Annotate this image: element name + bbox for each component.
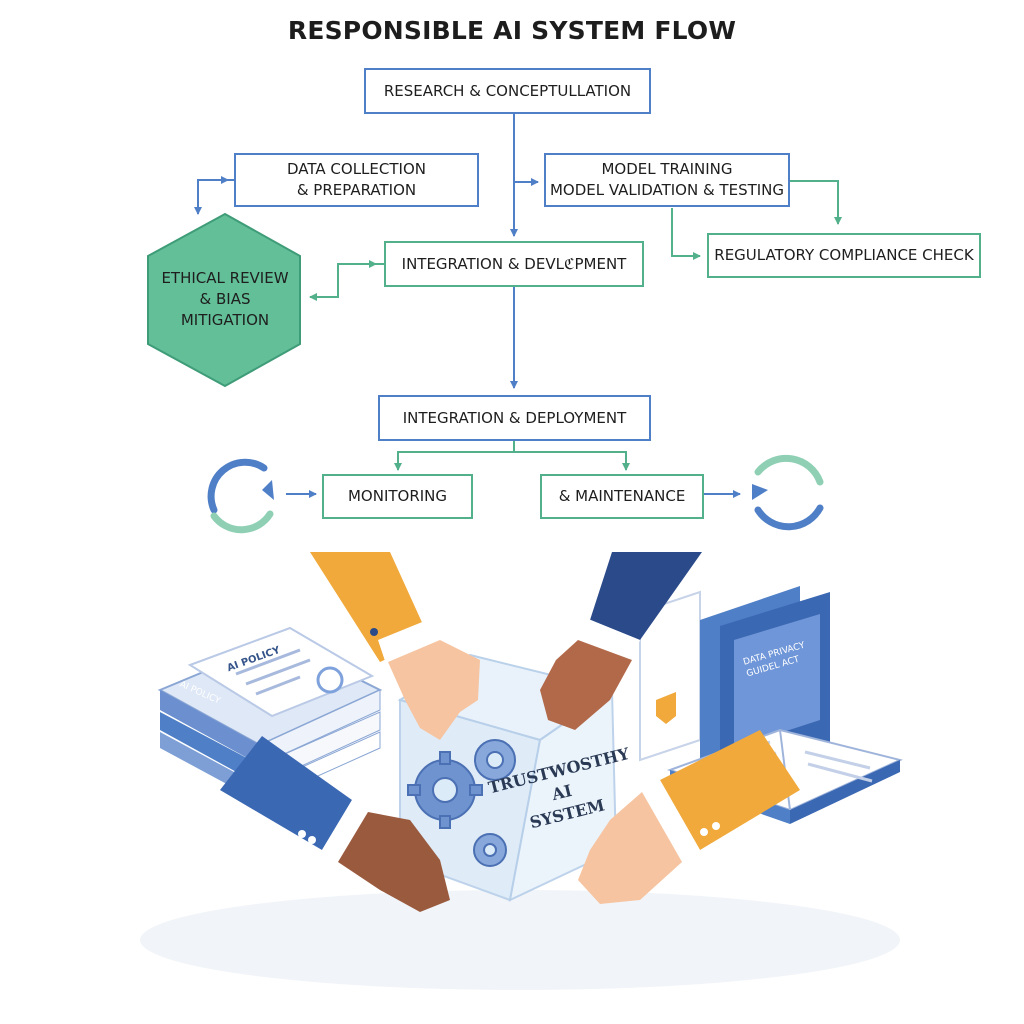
regulatory-compliance-box: REGULATORY COMPLIANCE CHECK: [707, 233, 981, 278]
policy-document-stack: [157, 626, 383, 803]
arrow-data-back: [197, 176, 229, 190]
gear-large-icon: [407, 751, 483, 829]
maintenance-label: & MAINTENANCE: [558, 487, 686, 505]
arrow-ethical-to-integration: [337, 260, 377, 270]
maintenance-box: & MAINTENANCE: [540, 474, 704, 519]
integration-development-label: INTEGRATION & DEVLℭPMENT: [401, 254, 627, 273]
arrow-deployment-to-maintenance: [514, 451, 630, 471]
arrow-integration-to-ethical: [309, 263, 384, 301]
hand-top-right: [540, 552, 702, 730]
arrow-data-to-ethical: [194, 179, 234, 215]
data-collection-box: DATA COLLECTION & PREPARATION: [234, 153, 479, 207]
model-training-line1: MODEL TRAINING: [601, 160, 733, 178]
regulatory-label: REGULATORY COMPLIANCE CHECK: [714, 246, 974, 264]
model-training-box: MODEL TRAINING MODEL VALIDATION & TESTIN…: [544, 153, 790, 207]
ethical-line2: & BIAS: [199, 290, 251, 308]
gear-small-icon: [473, 833, 507, 867]
research-conceptualization-box: RESEARCH & CONCEPTULLATION: [364, 68, 651, 114]
arrow-model-to-regulatory: [790, 180, 842, 225]
integration-deployment-box: INTEGRATION & DEPLOYMENT: [378, 395, 651, 441]
data-collection-line2: & PREPARATION: [296, 181, 417, 199]
diagram-title: RESPONSIBLE AI SYSTEM FLOW: [287, 16, 737, 45]
hand-bottom-left: [220, 736, 450, 912]
flow-connectors: [147, 114, 842, 534]
cycle-left-icon: [207, 458, 274, 534]
floor-shadow: [140, 890, 900, 990]
research-label: RESEARCH & CONCEPTULLATION: [383, 81, 632, 100]
arrow-deployment-to-monitoring: [394, 440, 515, 471]
integration-development-box: INTEGRATION & DEVLℭPMENT: [384, 241, 644, 287]
ethical-line3: MITIGATION: [180, 311, 270, 329]
monitoring-label: MONITORING: [347, 487, 448, 505]
ethical-line1: ETHICAL REVIEW: [161, 269, 289, 287]
hand-top-left: [310, 552, 480, 740]
collaboration-illustration: [140, 552, 904, 990]
cycle-right-icon: [752, 454, 824, 531]
monitoring-box: MONITORING: [322, 474, 473, 519]
integration-deployment-label: INTEGRATION & DEPLOYMENT: [402, 408, 627, 427]
ethical-review-hexagon: [147, 212, 301, 388]
arrow-model-to-regulatory-2: [671, 208, 701, 260]
ethical-review-label: ETHICAL REVIEW & BIAS MITIGATION: [150, 268, 300, 331]
hand-bottom-right: [578, 730, 800, 904]
data-collection-line1: DATA COLLECTION: [287, 160, 426, 178]
model-training-line2: MODEL VALIDATION & TESTING: [549, 181, 785, 199]
gear-medium-icon: [474, 739, 516, 781]
